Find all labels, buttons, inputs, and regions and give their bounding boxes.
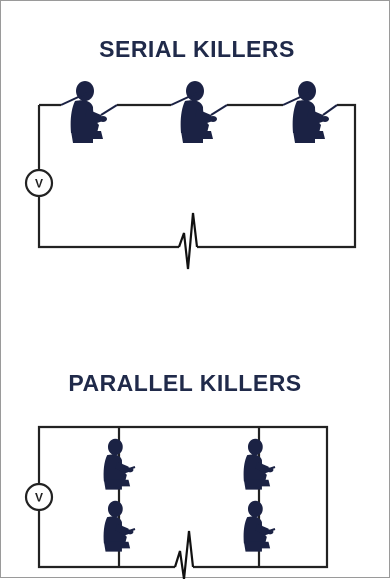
parallel-circuit: V [24,425,329,579]
serial-killer-1-lead-left [60,92,88,106]
serial-killer-figure-1-icon [70,81,107,143]
serial-killer-2-lead-left [170,92,198,106]
serial-voltmeter-icon: V [24,168,54,198]
parallel-killer-3-lead [268,466,276,470]
serial-wire-right-bottom [197,103,357,249]
serial-title: SERIAL KILLERS [99,36,295,62]
parallel-wire-outer-left-bottom [37,511,175,569]
serial-killer-1-lead [100,104,118,116]
parallel-spark-icon [173,530,195,579]
parallel-killer-figure-4-icon [243,500,274,552]
serial-killer-3-lead-left [282,92,310,106]
serial-killer-figure-3-icon [292,81,329,143]
parallel-killer-figure-1-icon [103,438,134,490]
parallel-killer-2-lead [128,528,136,532]
parallel-wire-outer-top-right [37,425,329,569]
parallel-title: PARALLEL KILLERS [68,370,301,396]
parallel-killer-figure-2-icon [103,500,134,552]
parallel-killer-figure-3-icon [243,438,274,490]
serial-spark-icon [177,212,199,270]
parallel-meter-label: V [35,491,43,505]
serial-meter-label: V [35,177,43,191]
parallel-voltmeter-icon: V [24,482,54,512]
parallel-killer-4-lead [268,528,276,532]
serial-wire-left-lower [37,197,179,249]
serial-killer-figure-2-icon [180,81,217,143]
serial-killer-2-lead [210,104,228,116]
serial-circuit: V [24,81,357,270]
serial-killer-3-lead [322,104,338,116]
parallel-killer-1-lead [128,466,136,470]
